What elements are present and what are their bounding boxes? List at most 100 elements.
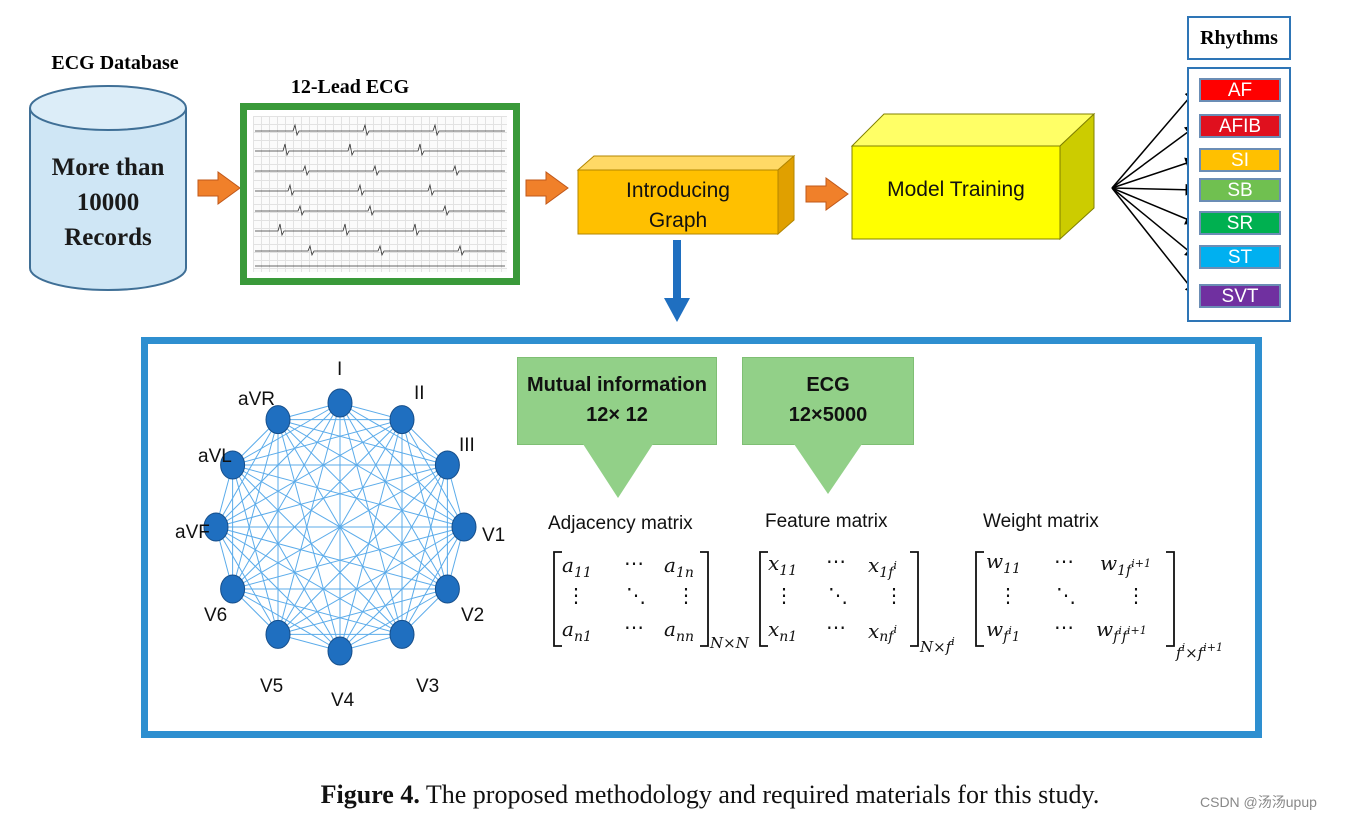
lead-node-avl — [220, 450, 246, 480]
svg-text:wfi1: wfi1 — [986, 617, 1020, 645]
database-record-count: More than 10000 Records — [51, 154, 165, 251]
lead-node-avr — [265, 405, 291, 435]
caption-text: The proposed methodology and required ma… — [419, 780, 1100, 809]
ecg-input-box: ECG 12×5000 — [742, 357, 914, 445]
watermark: CSDN @汤汤upup — [1200, 794, 1317, 810]
svg-text:ann: ann — [664, 617, 694, 645]
svg-text:⋯: ⋯ — [826, 615, 846, 639]
rhythm-st: ST — [1199, 245, 1281, 269]
ecg-image — [240, 103, 520, 285]
svg-text:⋱: ⋱ — [626, 583, 646, 607]
svg-text:N×N: N×N — [709, 634, 750, 652]
flow-arrow-icon — [197, 171, 241, 205]
graph-edge — [277, 464, 448, 635]
rhythm-si: SI — [1199, 148, 1281, 172]
lead-label-v6: V6 — [204, 605, 228, 626]
graph-edge — [232, 526, 465, 590]
svg-text:⋯: ⋯ — [1054, 549, 1074, 573]
figure-caption: Figure 4. The proposed methodology and r… — [0, 780, 1346, 810]
ecg-image-title: 12-Lead ECG — [290, 76, 410, 98]
svg-text:⋯: ⋯ — [1054, 615, 1074, 639]
lead-node-v2 — [434, 574, 460, 604]
graph-edge — [215, 526, 448, 590]
graph-edge — [215, 419, 279, 528]
lead-node-v3 — [389, 619, 415, 649]
lead-node-avf — [203, 512, 229, 542]
database-cylinder-icon — [29, 85, 187, 291]
down-arrow-icon — [664, 240, 690, 322]
rhythms-title: Rhythms — [1187, 16, 1291, 60]
ecg-traces — [255, 123, 505, 267]
flow-arrow-icon — [525, 171, 569, 205]
output-arrows — [1111, 88, 1198, 296]
graph-edge — [232, 464, 465, 528]
lead-label-i: I — [337, 359, 343, 380]
svg-text:xnfi: xnfi — [868, 619, 897, 645]
rhythm-list: AF AFIB SI SB SR ST SVT — [1187, 67, 1291, 322]
caption-label: Figure 4. — [320, 780, 420, 809]
svg-text:⋯: ⋯ — [624, 551, 644, 575]
lead-label-iii: III — [459, 435, 475, 456]
rhythm-af: AF — [1199, 78, 1281, 102]
down-arrow-icon — [583, 444, 653, 498]
lead-node-v4 — [327, 636, 353, 666]
svg-text:⋯: ⋯ — [826, 549, 846, 573]
graph-edge — [277, 402, 341, 635]
graph-edge — [277, 419, 403, 635]
graph-edge — [277, 419, 341, 652]
svg-text:fi×fi+1: fi×fi+1 — [1175, 641, 1223, 662]
model-training-label: Model Training — [887, 178, 1025, 201]
lead-label-avl: aVL — [198, 446, 232, 467]
svg-text:x1fi: x1fi — [868, 553, 897, 581]
svg-text:w1fi+1: w1fi+1 — [1100, 551, 1151, 579]
svg-text:a1n: a1n — [664, 553, 694, 581]
flow-arrow-icon — [805, 177, 849, 211]
mutual-information-box: Mutual information 12× 12 — [517, 357, 717, 445]
model-training-box — [850, 112, 1096, 241]
svg-text:⋱: ⋱ — [1056, 583, 1076, 607]
rhythm-sb: SB — [1199, 178, 1281, 202]
lead-graph — [203, 388, 477, 666]
rhythm-afib: AFIB — [1199, 114, 1281, 138]
svg-text:⋮: ⋮ — [1126, 583, 1146, 607]
feature-matrix-title: Feature matrix — [765, 511, 888, 532]
svg-text:⋮: ⋮ — [676, 583, 696, 607]
matrix-equations: a11 ⋯ a1n ⋮ ⋱ ⋮ an1 ⋯ ann N×N x11 ⋯ x1fi… — [553, 549, 1223, 662]
lead-label-v1: V1 — [482, 525, 506, 546]
svg-text:a11: a11 — [562, 553, 592, 581]
lead-node-v1 — [451, 512, 477, 542]
graph-edge — [232, 419, 279, 590]
svg-text:xn1: xn1 — [768, 617, 797, 645]
lead-label-v3: V3 — [416, 676, 440, 697]
lead-node-ii — [389, 405, 415, 435]
rhythm-svt: SVT — [1199, 284, 1281, 308]
svg-text:⋱: ⋱ — [828, 583, 848, 607]
graph-edge — [277, 419, 465, 528]
graph-edge — [339, 402, 403, 635]
graph-edge — [232, 464, 341, 652]
svg-text:⋮: ⋮ — [998, 583, 1018, 607]
graph-edge — [339, 419, 403, 652]
lead-label-v5: V5 — [260, 676, 284, 697]
introducing-graph-label: Introducing Graph — [626, 179, 730, 232]
svg-text:⋮: ⋮ — [566, 583, 586, 607]
svg-text:⋮: ⋮ — [884, 583, 904, 607]
graph-edge — [232, 464, 279, 635]
svg-text:wfifi+1: wfifi+1 — [1096, 617, 1147, 645]
database-title: ECG Database — [51, 52, 179, 74]
graph-edge — [215, 526, 279, 635]
graph-edge — [232, 588, 341, 652]
lead-label-v4: V4 — [331, 690, 355, 711]
lead-label-v2: V2 — [461, 605, 485, 626]
graph-edge — [215, 526, 403, 635]
adjacency-matrix-title: Adjacency matrix — [548, 513, 693, 534]
svg-text:x11: x11 — [768, 551, 797, 579]
lead-node-v6 — [220, 574, 246, 604]
introducing-graph-box — [576, 154, 796, 236]
lead-label-avf: aVF — [175, 522, 210, 543]
svg-text:N×fi: N×fi — [919, 635, 955, 656]
svg-text:w11: w11 — [986, 549, 1021, 577]
lead-label-ii: II — [414, 383, 425, 404]
graph-edge — [232, 419, 403, 590]
rhythm-sr: SR — [1199, 211, 1281, 235]
